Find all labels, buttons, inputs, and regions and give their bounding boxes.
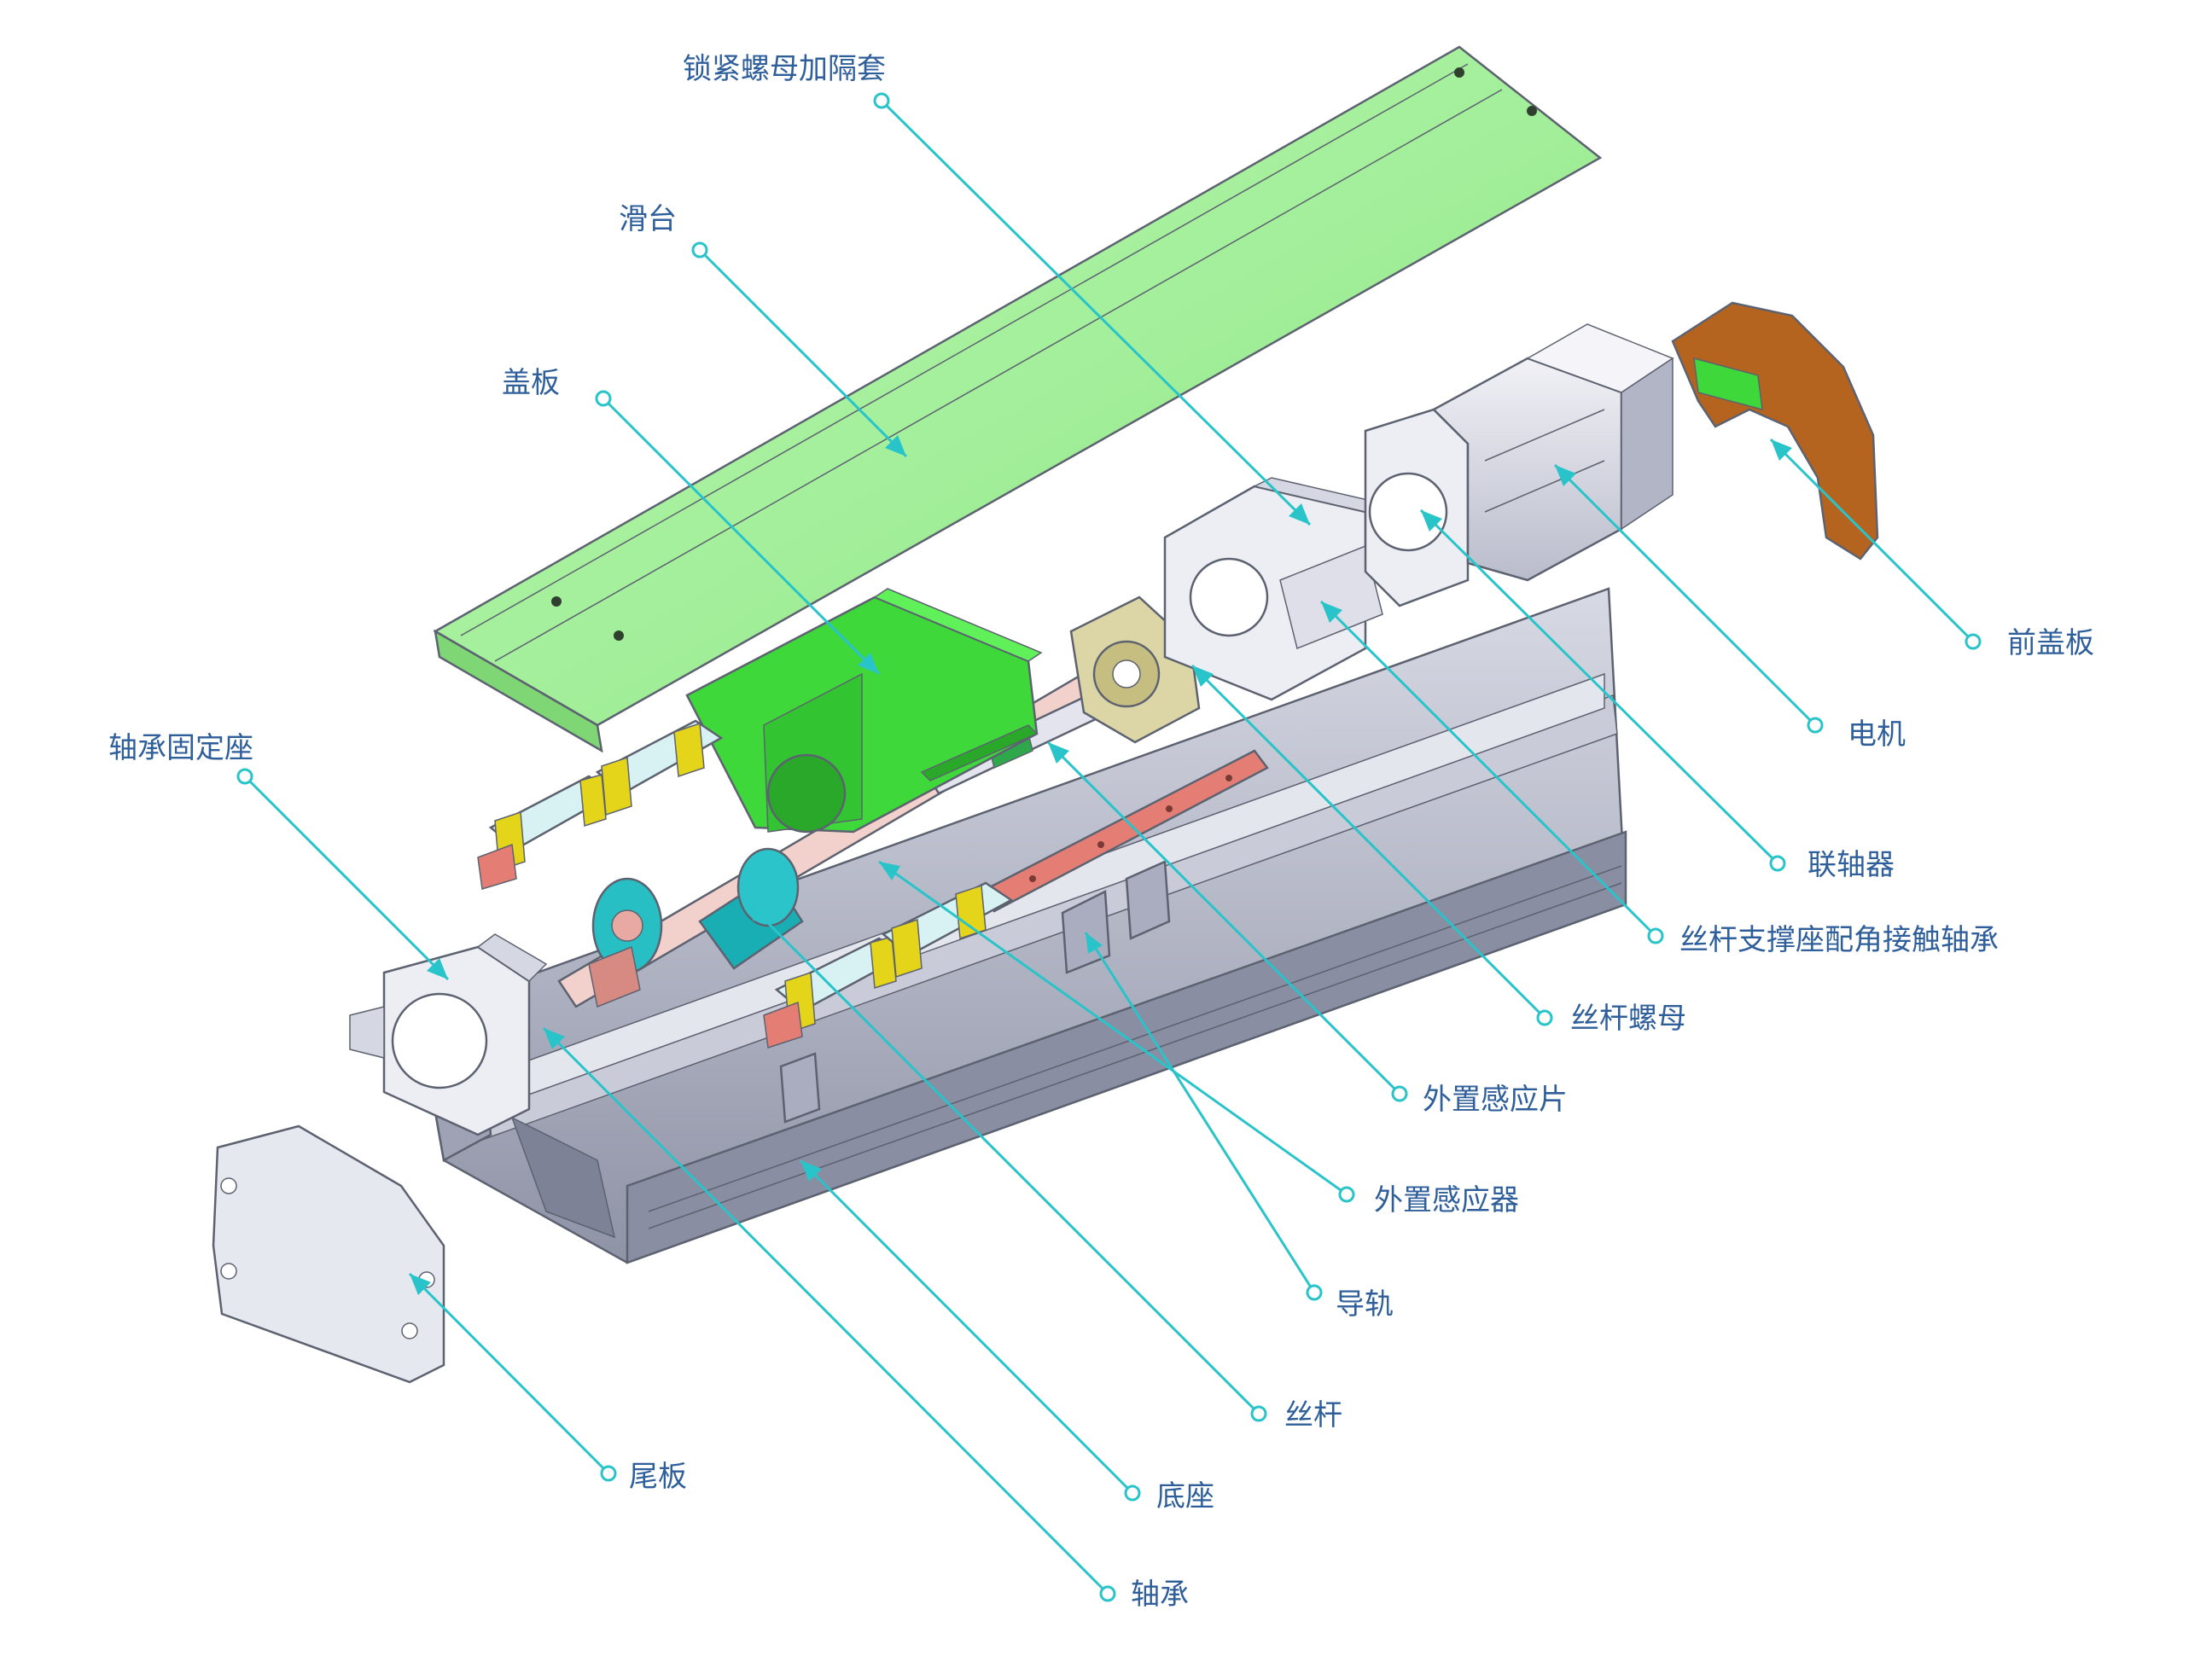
label-external-sensor-plate: 外置感应片 <box>1423 1083 1568 1117</box>
label-coupling: 联轴器 <box>1807 848 1895 882</box>
label-lead-screw: 丝杆 <box>1284 1398 1342 1432</box>
label-screw-nut: 丝杆螺母 <box>1570 1002 1686 1036</box>
tail-plate-part <box>212 1124 445 1384</box>
callout-labels: 锁紧螺母加隔套 滑台 盖板 轴承固定座 前盖板 电机 联轴器 丝杆支撑座配角接触… <box>108 52 2094 1612</box>
front-cover-part <box>1671 301 1879 561</box>
slide-table-part <box>685 588 1043 834</box>
label-front-cover: 前盖板 <box>2007 626 2094 660</box>
label-slide-table: 滑台 <box>619 202 677 236</box>
label-tail-plate: 尾板 <box>629 1460 687 1494</box>
label-guide-rail: 导轨 <box>1336 1287 1394 1322</box>
label-screw-support-bearing: 丝杆支撑座配角接触轴承 <box>1679 923 1999 957</box>
cover-plate-part <box>433 45 1603 753</box>
leader-lines <box>236 92 1982 1602</box>
label-cover-plate: 盖板 <box>502 366 560 400</box>
screw-support-bearing-part <box>1163 477 1385 701</box>
base-part <box>416 587 1627 1264</box>
upper-carriages <box>477 719 724 890</box>
label-external-sensor: 外置感应器 <box>1374 1183 1519 1217</box>
label-bearing: 轴承 <box>1131 1577 1189 1612</box>
label-motor: 电机 <box>1848 717 1906 752</box>
motor-part <box>1364 323 1674 607</box>
label-bearing-holder: 轴承固定座 <box>108 731 253 765</box>
lower-carriages <box>763 881 1014 1049</box>
label-lock-nut-spacer: 锁紧螺母加隔套 <box>683 52 886 86</box>
label-base: 底座 <box>1156 1479 1214 1513</box>
bearing-holder-part <box>349 933 548 1136</box>
